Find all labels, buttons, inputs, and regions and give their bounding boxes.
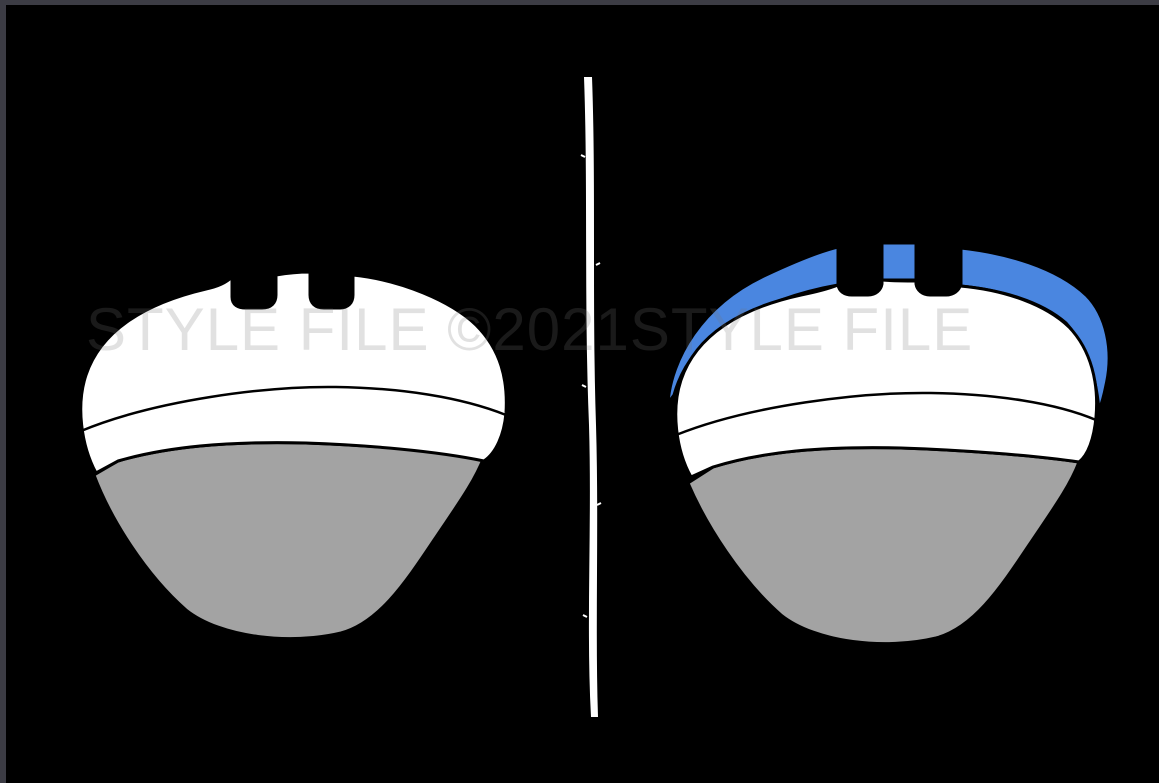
left-figure (81, 272, 507, 639)
divider-line (581, 77, 601, 717)
diagram-canvas: STYLE FILE ©2021STYLE FILE (6, 5, 1159, 783)
left-lower-part (94, 443, 484, 639)
left-upper-part (81, 272, 507, 473)
right-lower-part (688, 448, 1079, 644)
diagram-artwork (6, 5, 1159, 783)
right-figure (668, 243, 1109, 644)
